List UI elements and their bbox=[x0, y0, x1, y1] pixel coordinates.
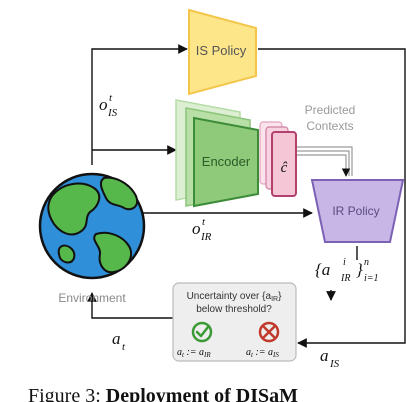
encoder-label: Encoder bbox=[202, 154, 251, 169]
ir-policy-node: IR Policy bbox=[310, 179, 405, 243]
a-is-label: a IS bbox=[320, 346, 340, 370]
cross-icon bbox=[258, 321, 280, 343]
o-is-label: o t IS bbox=[99, 92, 118, 119]
figure-caption: Figure 3: Deployment of DISaM bbox=[28, 385, 298, 402]
svg-text:o: o bbox=[192, 219, 201, 238]
svg-text:}: } bbox=[356, 260, 363, 279]
assign-is-label: at := aIS bbox=[246, 347, 279, 359]
svg-text:IR: IR bbox=[340, 273, 350, 284]
svg-text:i: i bbox=[343, 257, 346, 268]
decision-to-env-arrow bbox=[87, 292, 173, 319]
environment-label: Environment bbox=[58, 291, 126, 305]
assign-ir-label: at := aIR bbox=[177, 347, 211, 359]
svg-text:IR: IR bbox=[200, 231, 212, 243]
a-t-label: a t bbox=[112, 329, 126, 353]
svg-text:a: a bbox=[112, 329, 121, 348]
predicted-contexts-line2: Contexts bbox=[306, 119, 353, 133]
svg-text:o: o bbox=[99, 95, 108, 114]
action-set-label: {a IR i } n i=1 bbox=[315, 257, 379, 284]
svg-text:n: n bbox=[364, 257, 369, 268]
svg-text:t: t bbox=[109, 92, 113, 104]
svg-text:i=1: i=1 bbox=[364, 273, 379, 284]
svg-text:IS: IS bbox=[329, 358, 340, 370]
decision-box: Uncertainty over {aIR} below threshold? … bbox=[172, 282, 297, 362]
env-to-is-policy-arrow bbox=[91, 44, 188, 165]
svg-text:t: t bbox=[122, 341, 126, 353]
context-node: ĉ bbox=[259, 121, 297, 197]
svg-text:{a: {a bbox=[315, 260, 330, 279]
connector-lines bbox=[87, 44, 406, 348]
encoder-node: Encoder bbox=[175, 99, 259, 208]
svg-text:IS: IS bbox=[107, 107, 118, 119]
decision-question-line1: Uncertainty over {aIR} bbox=[187, 291, 283, 303]
ir-policy-label: IR Policy bbox=[332, 204, 379, 218]
o-ir-label: o t IR bbox=[192, 216, 212, 243]
predicted-contexts-line1: Predicted bbox=[305, 103, 356, 117]
svg-text:t: t bbox=[202, 216, 206, 228]
is-policy-node: IS Policy bbox=[188, 8, 257, 96]
context-symbol: ĉ bbox=[281, 160, 288, 176]
is-policy-output-arrow bbox=[258, 48, 406, 348]
context-lines bbox=[294, 146, 353, 177]
decision-question-line2: below threshold? bbox=[196, 304, 272, 315]
check-icon bbox=[191, 321, 213, 343]
globe-icon bbox=[38, 172, 146, 280]
is-policy-label: IS Policy bbox=[196, 43, 247, 58]
svg-text:a: a bbox=[320, 346, 329, 365]
